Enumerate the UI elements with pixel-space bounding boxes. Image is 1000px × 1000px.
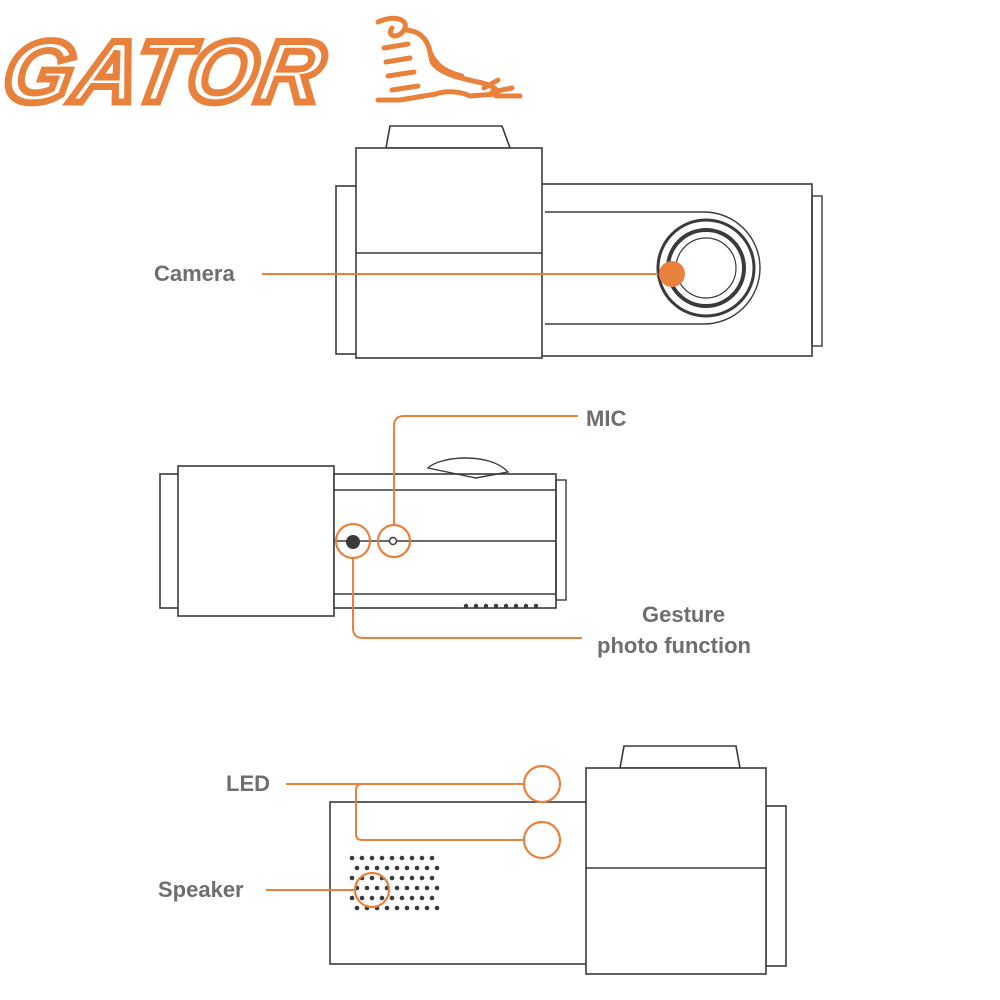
mount-block	[177, 465, 335, 617]
camera-callout: Camera	[154, 261, 685, 287]
mic-callout: MIC	[376, 406, 626, 559]
gesture-leader-line	[352, 558, 582, 639]
side-cap-left	[335, 185, 359, 355]
gesture-label-line2: photo function	[597, 633, 751, 658]
mic-hole	[388, 536, 398, 546]
speaker-ring	[353, 871, 391, 909]
gator-logo: GATOR	[0, 15, 523, 124]
led-callout: LED	[226, 764, 562, 860]
camera-lens-glass	[675, 237, 737, 299]
led-label: LED	[226, 771, 270, 796]
led-leader-line-bottom	[355, 783, 524, 841]
side-cap-right	[765, 805, 787, 967]
back-view-device	[329, 745, 787, 975]
lens-housing	[545, 211, 761, 325]
led-ring-bottom	[522, 820, 562, 860]
top-bump	[426, 457, 510, 479]
main-body	[329, 801, 591, 965]
gesture-callout: Gesture photo function	[334, 522, 751, 658]
end-cap	[555, 479, 567, 601]
speaker-label: Speaker	[158, 877, 244, 902]
mount-clip	[619, 745, 741, 769]
mount-clip	[385, 125, 512, 149]
logo-wordmark: GATOR	[0, 23, 334, 121]
side-cap	[159, 473, 181, 609]
mic-leader-line	[393, 415, 578, 525]
gator-mascot-icon	[375, 15, 523, 103]
camera-label: Camera	[154, 261, 235, 286]
speaker-callout: Speaker	[158, 871, 391, 909]
front-view-device	[335, 125, 823, 359]
mic-label: MIC	[586, 406, 626, 431]
camera-leader-dot	[659, 261, 685, 287]
led-ring-top	[522, 764, 562, 804]
vent-dots	[463, 603, 539, 609]
mount-block	[585, 767, 767, 975]
body-cap-right	[811, 195, 823, 347]
gesture-sensor	[346, 535, 360, 549]
gesture-label-line1: Gesture	[642, 602, 725, 627]
side-view-device	[159, 457, 567, 617]
